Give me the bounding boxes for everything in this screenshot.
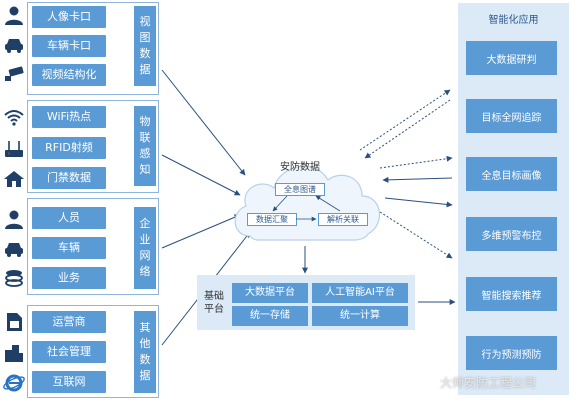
app-bigdata-analysis: 大数据研判 xyxy=(466,41,557,75)
source-rfid: RFID射频 xyxy=(32,137,106,159)
app-network-tracking: 目标全网追踪 xyxy=(466,99,557,133)
source-face-checkpoint: 人像卡口 xyxy=(32,6,106,28)
arrow-cloud-to-app4 xyxy=(384,197,453,208)
source-video-structuring: 视频结构化 xyxy=(32,64,106,86)
arrow-iot-to-cloud xyxy=(161,154,241,196)
source-vehicles: 车辆 xyxy=(32,237,106,259)
category-iot-sensing: 物联 感知 xyxy=(134,106,156,186)
platform-storage: 统一存储 xyxy=(232,306,308,326)
source-internet: 互联网 xyxy=(32,371,106,393)
source-personnel: 人员 xyxy=(32,207,106,229)
source-vehicle-checkpoint: 车辆卡口 xyxy=(32,35,106,57)
arrow-visual-to-cloud xyxy=(161,69,246,176)
arrow-cloud-to-app2 xyxy=(379,155,453,169)
source-business: 业务 xyxy=(32,267,106,289)
router-icon xyxy=(5,141,23,157)
applications-title: 智能化应用 xyxy=(488,15,539,26)
category-enterprise-network: 企业 网络 xyxy=(134,207,156,289)
car-icon xyxy=(5,39,23,53)
arrow-app1-to-cloud xyxy=(364,99,451,159)
app-target-portrait: 全息目标画像 xyxy=(466,157,557,191)
category-other-data: 其他 数据 xyxy=(134,311,156,393)
source-social-management: 社会管理 xyxy=(32,341,106,363)
source-wifi-hotspot: WiFi热点 xyxy=(32,106,106,128)
app-warning-deployment: 多维预警布控 xyxy=(466,217,557,251)
car-icon xyxy=(5,243,23,257)
person-icon xyxy=(5,6,23,25)
sim-card-icon xyxy=(7,313,22,331)
node-data-aggregation: 数据汇聚 xyxy=(247,213,297,226)
person-icon xyxy=(5,210,23,229)
camera-icon xyxy=(5,66,24,81)
arrow-app3-to-cloud xyxy=(382,176,453,183)
platform-label: 基础平台 xyxy=(204,291,224,315)
source-carrier: 运营商 xyxy=(32,311,106,333)
platform-bigdata: 大数据平台 xyxy=(232,283,308,303)
node-holographic-graph: 全息图谱 xyxy=(275,183,325,196)
app-smart-search: 智能搜索推荐 xyxy=(466,277,557,311)
buildings-icon xyxy=(5,345,23,362)
arrow-enterprise-to-cloud xyxy=(161,214,241,249)
source-access-control: 门禁数据 xyxy=(32,167,106,189)
wifi-icon xyxy=(4,110,24,126)
platform-ai: 人工智能AI平台 xyxy=(312,283,408,303)
watermark: 大师安防工程公司 xyxy=(440,376,537,390)
cloud-title: 安防数据 xyxy=(280,162,320,173)
app-behavior-prediction: 行为预测预防 xyxy=(466,336,557,370)
layers-icon xyxy=(5,270,23,287)
node-parse-correlate: 解析关联 xyxy=(318,213,368,226)
house-icon xyxy=(4,171,24,187)
platform-compute: 统一计算 xyxy=(312,306,408,326)
internet-explorer-icon xyxy=(3,374,25,392)
category-visual-data: 视图 数据 xyxy=(134,6,156,86)
